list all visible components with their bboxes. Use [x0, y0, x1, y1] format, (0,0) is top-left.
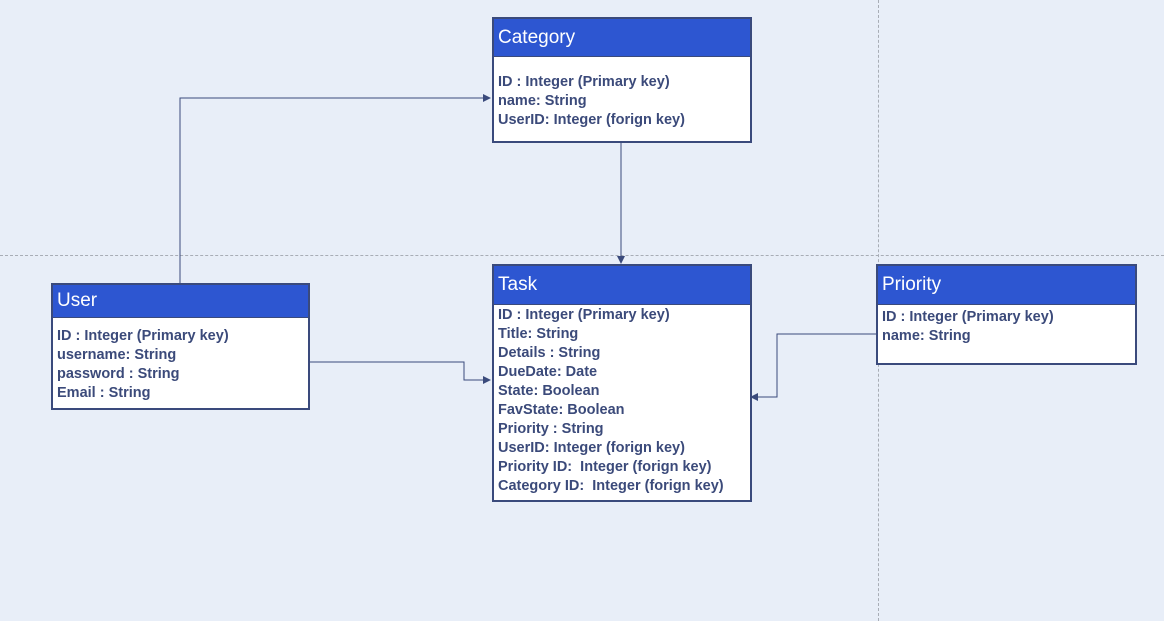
entity-category[interactable]: Category ID : Integer (Primary key) name… [492, 17, 752, 143]
field-row: ID : Integer (Primary key) [498, 307, 670, 323]
field-row: UserID: Integer (forign key) [498, 440, 685, 456]
entity-task-title: Task [494, 266, 750, 305]
field-row: Priority : String [498, 421, 604, 437]
page-break-horizontal [0, 255, 1164, 256]
entity-user-title: User [53, 285, 308, 318]
field-row: password : String [57, 366, 180, 382]
entity-priority[interactable]: Priority ID : Integer (Primary key) name… [876, 264, 1137, 365]
entity-user[interactable]: User ID : Integer (Primary key) username… [51, 283, 310, 410]
entity-priority-fields: ID : Integer (Primary key) name: String [878, 305, 1135, 348]
field-row: UserID: Integer (forign key) [498, 112, 685, 128]
field-row: State: Boolean [498, 383, 600, 399]
field-row: Details : String [498, 345, 601, 361]
connector-priority-to-task [750, 333, 876, 401]
field-row: ID : Integer (Primary key) [57, 328, 229, 344]
entity-task-fields: ID : Integer (Primary key) Title: String… [494, 305, 750, 498]
field-row: Title: String [498, 326, 579, 342]
entity-user-fields: ID : Integer (Primary key) username: Str… [53, 318, 308, 405]
field-row: FavState: Boolean [498, 402, 625, 418]
field-row: name: String [498, 93, 587, 109]
field-row: name: String [882, 328, 971, 344]
entity-task[interactable]: Task ID : Integer (Primary key) Title: S… [492, 264, 752, 502]
field-row: Email : String [57, 385, 151, 401]
field-row: ID : Integer (Primary key) [882, 309, 1054, 325]
connector-user-to-task [310, 361, 491, 384]
field-row: username: String [57, 347, 177, 363]
entity-category-fields: ID : Integer (Primary key) name: String … [494, 57, 750, 132]
field-row: DueDate: Date [498, 364, 598, 380]
entity-priority-title: Priority [878, 266, 1135, 305]
entity-category-title: Category [494, 19, 750, 57]
field-row: Category ID: Integer (forign key) [498, 478, 724, 494]
field-row: ID : Integer (Primary key) [498, 74, 670, 90]
field-row: Priority ID: Integer (forign key) [498, 459, 712, 475]
